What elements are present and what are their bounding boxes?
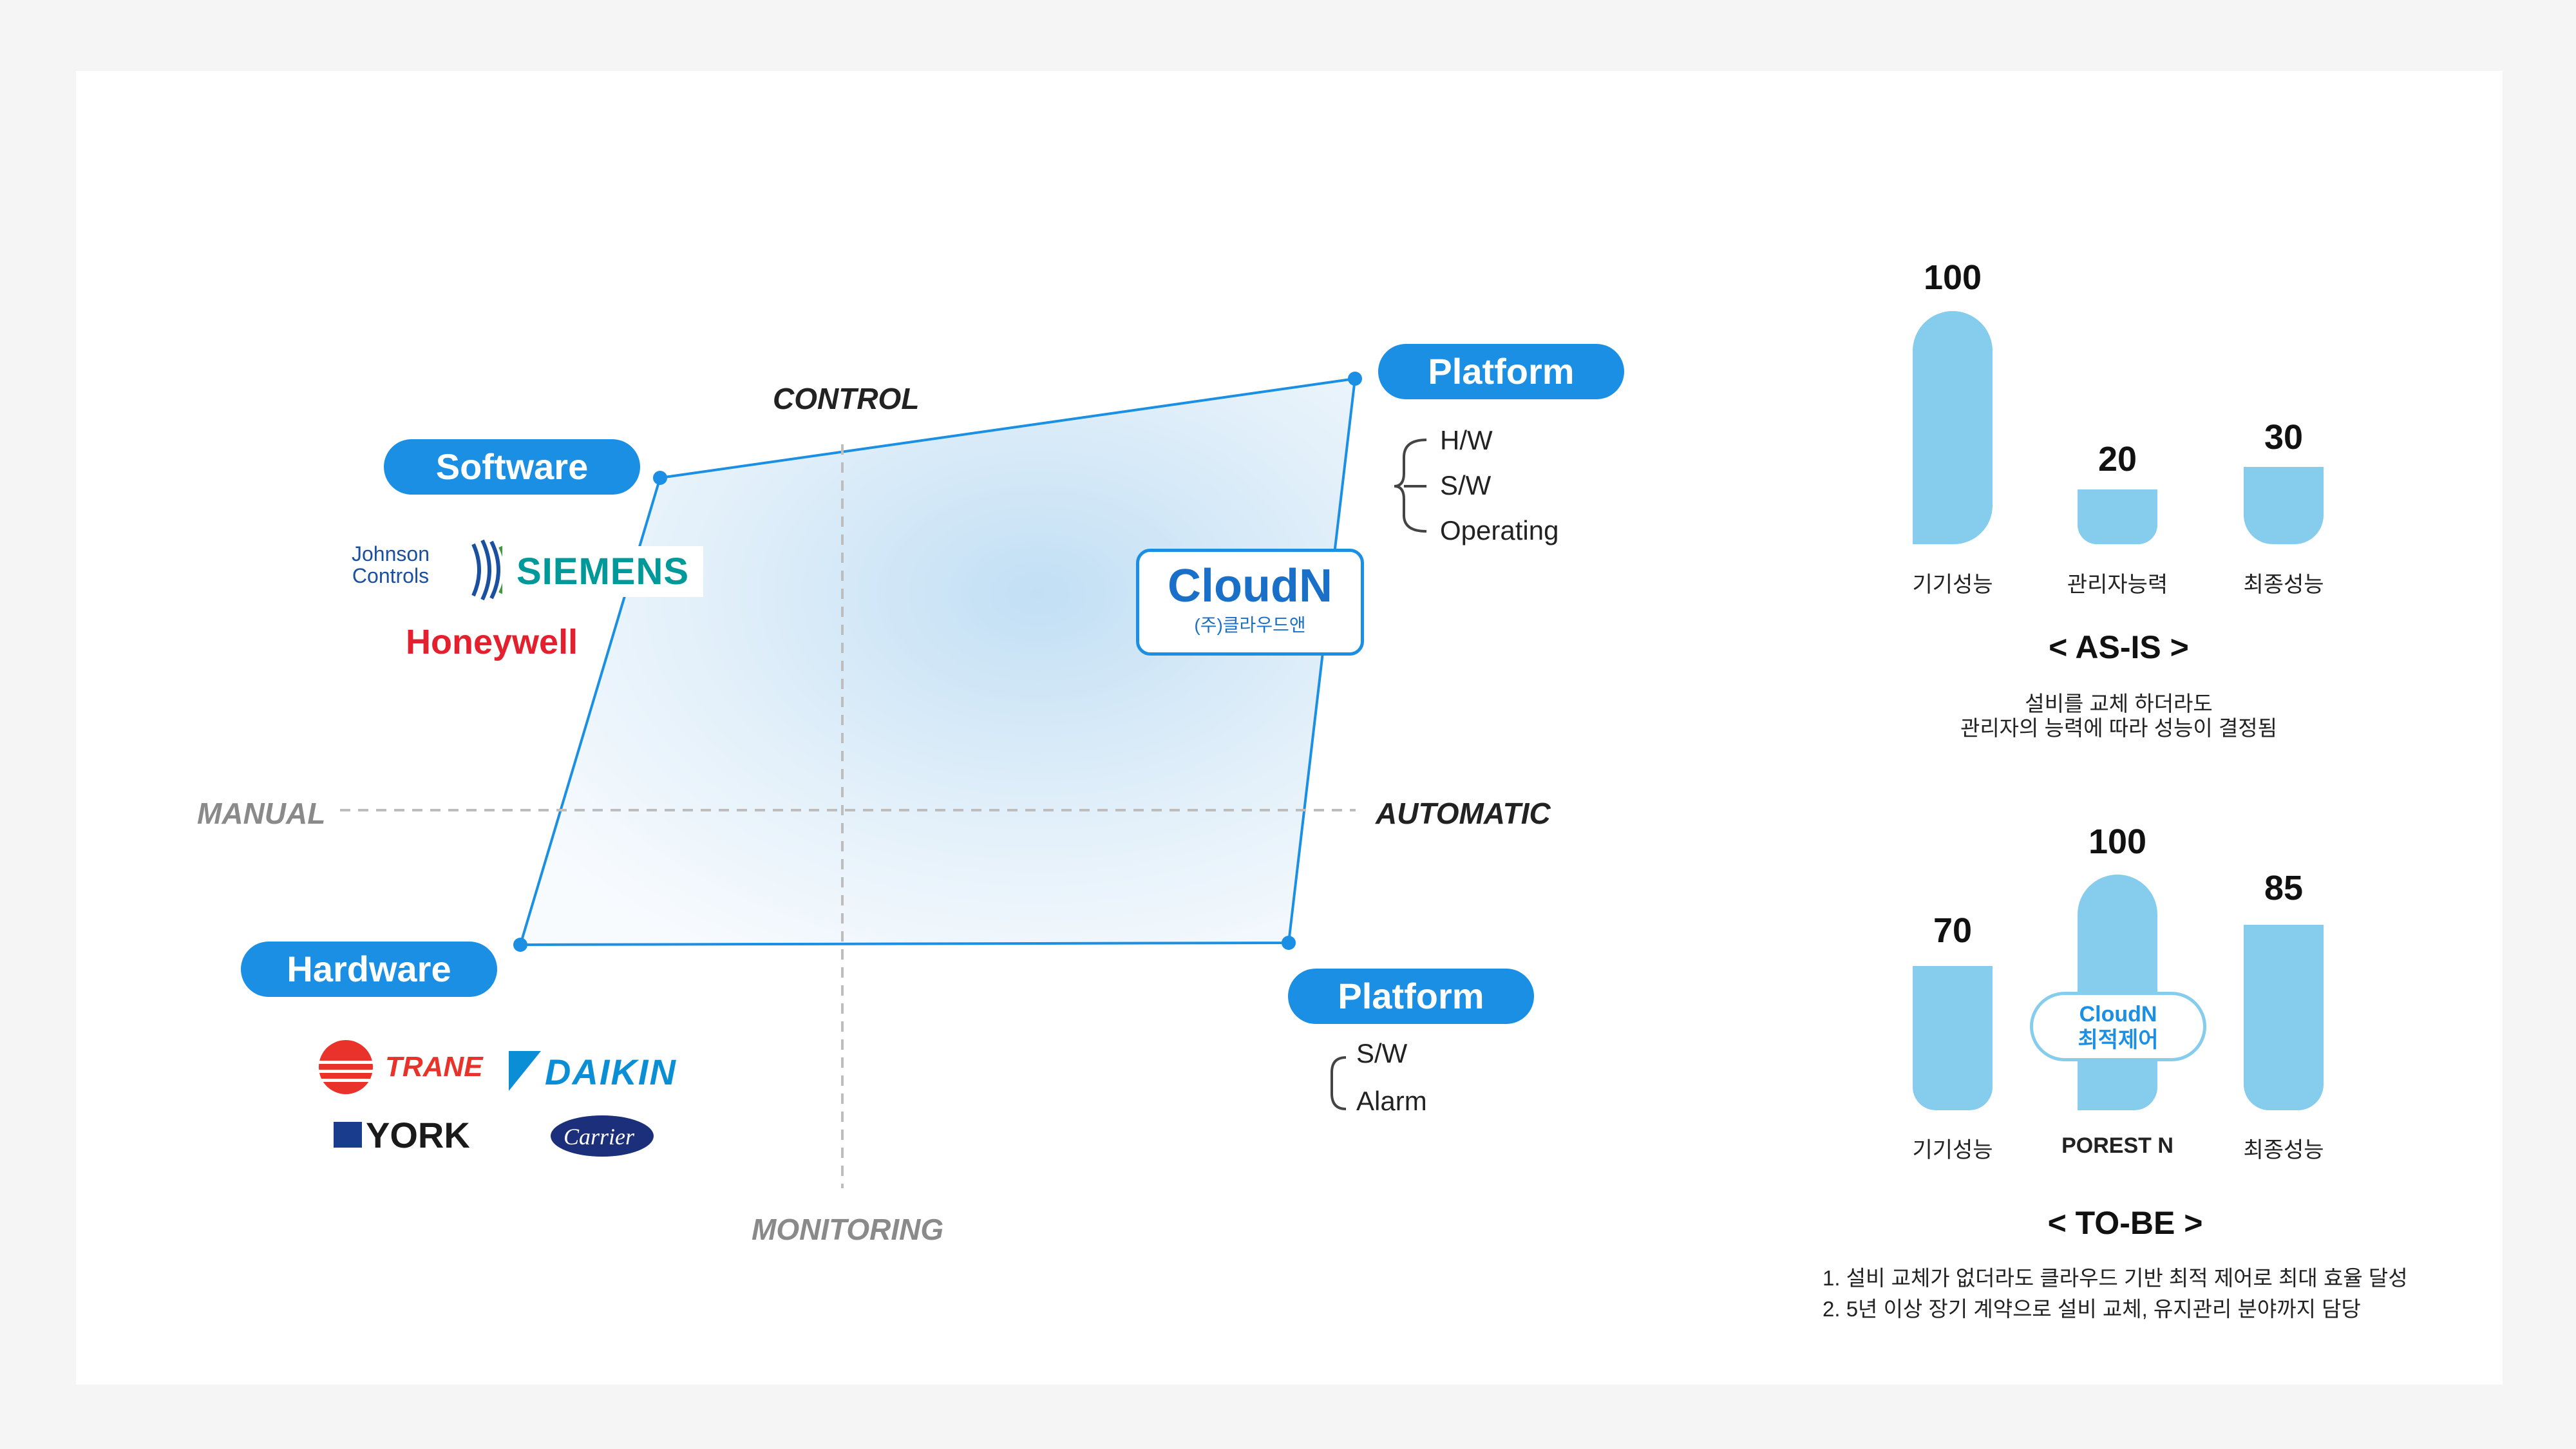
platform-top-item-operating: Operating <box>1440 515 1559 545</box>
to-be-value-2: 100 <box>2088 822 2147 861</box>
to-be-value-3: 85 <box>2264 869 2304 907</box>
carrier-logo: Carrier <box>564 1124 635 1150</box>
as-is-label-3: 최종성능 <box>2243 573 2324 597</box>
cloudn-logo-main: CloudN <box>1168 560 1332 612</box>
brace-platform-bottom <box>1331 1056 1347 1110</box>
pill-platform-top: Platform <box>1378 344 1624 399</box>
johnson-controls-logo-mark <box>471 539 508 601</box>
to-be-label-1: 기기성능 <box>1912 1138 1993 1162</box>
platform-bottom-item-sw: S/W <box>1356 1038 1408 1068</box>
as-is-desc-1: 설비를 교체 하더라도 <box>2025 692 2213 715</box>
as-is-label-2: 관리자능력 <box>2067 573 2168 597</box>
as-is-heading: < AS-IS > <box>2049 629 2189 665</box>
brace-platform-top <box>1394 439 1427 533</box>
axis-label-control: CONTROL <box>773 382 920 415</box>
to-be-label-2: POREST N <box>2061 1133 2174 1158</box>
platform-top-item-sw: S/W <box>1440 470 1492 500</box>
corner-dot-software <box>653 471 667 485</box>
as-is-bar-3 <box>2244 467 2324 544</box>
carrier-logo-mark <box>551 1115 654 1157</box>
pill-platform-bottom: Platform <box>1288 969 1534 1024</box>
platform-bottom-item-alarm: Alarm <box>1356 1086 1427 1116</box>
johnson-controls-logo: Johnson Controls <box>352 542 430 587</box>
honeywell-logo: Honeywell <box>406 623 578 661</box>
cloudn-logo-sub: (주)클라우드앤 <box>1194 615 1306 635</box>
corner-dot-platform-top <box>1348 372 1362 386</box>
siemens-logo: SIEMENS <box>502 546 704 597</box>
daikin-logo-mark <box>509 1051 541 1091</box>
as-is-desc-2: 관리자의 능력에 따라 성능이 결정됨 <box>1960 716 2278 740</box>
axis-label-manual: MANUAL <box>197 797 326 830</box>
to-be-bar-1 <box>1913 966 1993 1110</box>
to-be-heading: < TO-BE > <box>2047 1205 2203 1241</box>
cloudn-optimal-control-badge: CloudN 최적제어 <box>2030 992 2206 1061</box>
as-is-bar-2 <box>2078 489 2157 544</box>
york-logo: YORK <box>366 1115 470 1155</box>
to-be-desc-2: 2. 5년 이상 장기 계약으로 설비 교체, 유지관리 분야까지 담당 <box>1823 1297 2361 1321</box>
as-is-value-3: 30 <box>2264 418 2304 457</box>
platform-top-item-hw: H/W <box>1440 425 1493 455</box>
as-is-value-2: 20 <box>2098 440 2137 478</box>
to-be-bar-3 <box>2244 925 2324 1110</box>
as-is-label-1: 기기성능 <box>1912 573 1993 597</box>
pill-software: Software <box>384 439 640 495</box>
axis-label-monitoring: MONITORING <box>752 1213 944 1246</box>
trane-logo: TRANE <box>385 1051 483 1083</box>
as-is-value-1: 100 <box>1923 258 1982 297</box>
to-be-value-1: 70 <box>1933 911 1973 950</box>
trane-logo-mark <box>319 1040 373 1094</box>
matrix-area <box>518 377 1357 947</box>
to-be-desc-1: 1. 설비 교체가 없더라도 클라우드 기반 최적 제어로 최대 효율 달성 <box>1823 1266 2408 1290</box>
axis-label-automatic: AUTOMATIC <box>1376 797 1551 830</box>
corner-dot-platform-bottom <box>1282 936 1296 950</box>
daikin-logo: DAIKIN <box>545 1052 677 1092</box>
to-be-label-3: 최종성능 <box>2243 1138 2324 1162</box>
cloudn-logo: CloudN (주)클라우드앤 <box>1136 549 1364 656</box>
as-is-bar-1 <box>1913 311 1993 544</box>
york-logo-mark <box>334 1122 362 1148</box>
pill-hardware: Hardware <box>241 942 497 997</box>
corner-dot-hardware <box>513 938 527 952</box>
